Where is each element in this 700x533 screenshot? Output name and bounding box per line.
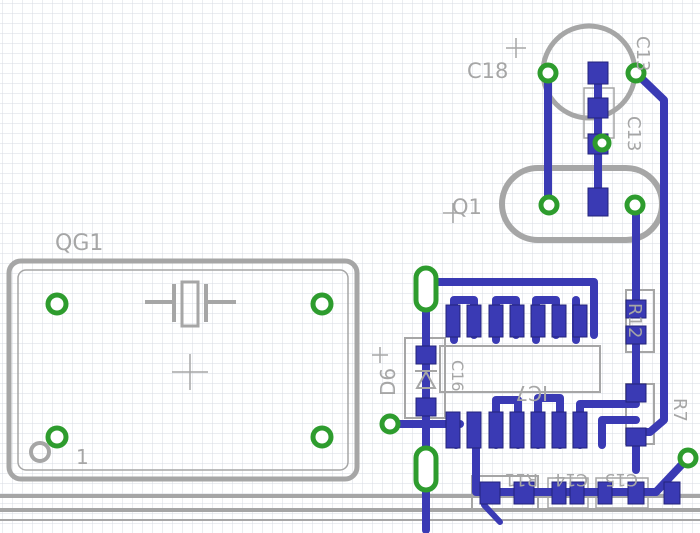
label-r7: R7	[669, 398, 690, 422]
ic7-pin	[509, 411, 525, 449]
label-c14: C14	[554, 469, 588, 489]
smd-pad	[569, 481, 585, 505]
oval-pads	[413, 265, 439, 493]
smd-pad	[513, 481, 535, 505]
trace	[598, 416, 640, 449]
ic7-pin	[488, 411, 504, 449]
labels: C18 C13 C13 Q1 QG1 1 R12 D6 C16 IC7 R7 R…	[55, 36, 690, 489]
label-d6: D6	[376, 368, 400, 396]
qg1-crystal-symbol	[145, 280, 236, 328]
pad-c13[interactable]	[592, 133, 612, 153]
pad-q1-1[interactable]	[538, 194, 560, 216]
smd-pad	[625, 427, 647, 447]
d6-diode-symbol	[415, 369, 437, 389]
smd-pad	[587, 61, 609, 85]
qg1-outline-outer	[6, 258, 360, 482]
trace	[481, 502, 503, 525]
smd-pad	[479, 481, 501, 505]
ic7-pin	[530, 304, 546, 338]
ic7-pin	[572, 411, 588, 449]
label-c13-mid: C13	[623, 116, 644, 151]
smd-pad	[625, 325, 647, 345]
trace	[472, 441, 660, 496]
label-qg1: QG1	[55, 231, 103, 256]
smd-pad	[625, 383, 647, 403]
pad-left-via[interactable]	[379, 413, 401, 435]
ic7-outline	[439, 345, 601, 393]
label-r11: R11	[505, 469, 538, 489]
smd-pad	[587, 187, 609, 217]
label-c18: C18	[467, 59, 508, 83]
pad-oval-bottom[interactable]	[413, 445, 439, 493]
pad-right-via[interactable]	[677, 447, 699, 469]
board-edge-outer	[0, 494, 700, 512]
smd-pad	[587, 97, 609, 119]
label-q1: Q1	[452, 195, 482, 219]
smd-pad	[663, 481, 681, 505]
pad-c18-1[interactable]	[537, 62, 559, 84]
ic7-pin	[466, 304, 482, 338]
label-c16: C16	[448, 360, 467, 392]
ic7-pin	[551, 411, 567, 449]
smd-pad	[625, 299, 647, 319]
smd-pads	[415, 61, 681, 505]
pad-qg1-4[interactable]	[310, 425, 334, 449]
origin-markers	[172, 38, 526, 390]
label-c15: C15	[604, 469, 638, 489]
label-c13-top: C13	[632, 36, 653, 71]
smd-pad	[415, 345, 437, 365]
smd-pad	[597, 481, 613, 505]
ic7-pin	[572, 304, 588, 338]
label-pin1: 1	[76, 445, 89, 469]
qg1-outline-inner	[17, 269, 349, 471]
label-r12: R12	[624, 303, 645, 338]
label-ic7: IC7	[515, 381, 548, 405]
pad-q1-2[interactable]	[624, 194, 646, 216]
ic7-pin	[466, 411, 482, 449]
through-hole-pads	[45, 62, 699, 469]
smd-pad	[415, 397, 437, 417]
ic7-pin	[551, 304, 567, 338]
pin1-marker	[29, 441, 51, 463]
smd-pad	[551, 481, 567, 505]
ic7-pin	[445, 304, 461, 338]
pad-oval-top[interactable]	[413, 265, 439, 313]
pad-qg1-1[interactable]	[45, 292, 69, 316]
pad-c18-2[interactable]	[625, 62, 647, 84]
pad-qg1-2[interactable]	[310, 292, 334, 316]
ic7-pin	[530, 411, 546, 449]
smd-pad	[627, 481, 645, 505]
ic7-pin	[509, 304, 525, 338]
ic7-pin	[488, 304, 504, 338]
pad-qg1-3[interactable]	[45, 425, 69, 449]
ic7-pin	[445, 411, 461, 449]
